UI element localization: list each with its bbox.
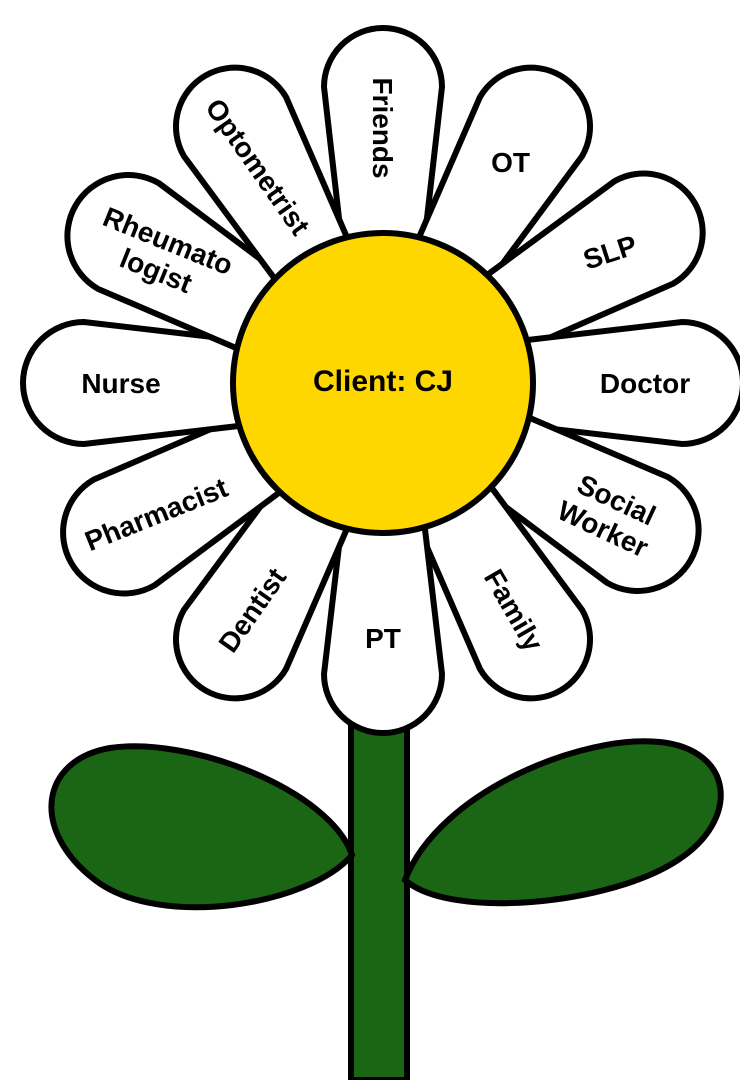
petal-pt: PT	[320, 480, 446, 736]
petal-shape	[20, 318, 286, 448]
petal-label: Doctor	[600, 368, 690, 399]
petal-friends: Friends	[320, 25, 446, 286]
flower-stem	[348, 697, 410, 1080]
left-leaf	[48, 743, 356, 911]
petal-shape	[320, 480, 446, 736]
petal-label: PT	[365, 623, 401, 654]
petal-nurse: Nurse	[20, 318, 286, 448]
petal-shape	[480, 318, 740, 448]
client-center	[230, 230, 536, 536]
petal-label: Nurse	[81, 368, 160, 399]
petal-label: Friends	[367, 77, 398, 178]
petal-doctor: Doctor	[480, 318, 740, 448]
petal-label: OT	[491, 147, 530, 178]
right-leaf	[401, 738, 724, 907]
petal-shape	[320, 25, 446, 286]
client-label: Client: CJ	[313, 365, 453, 398]
